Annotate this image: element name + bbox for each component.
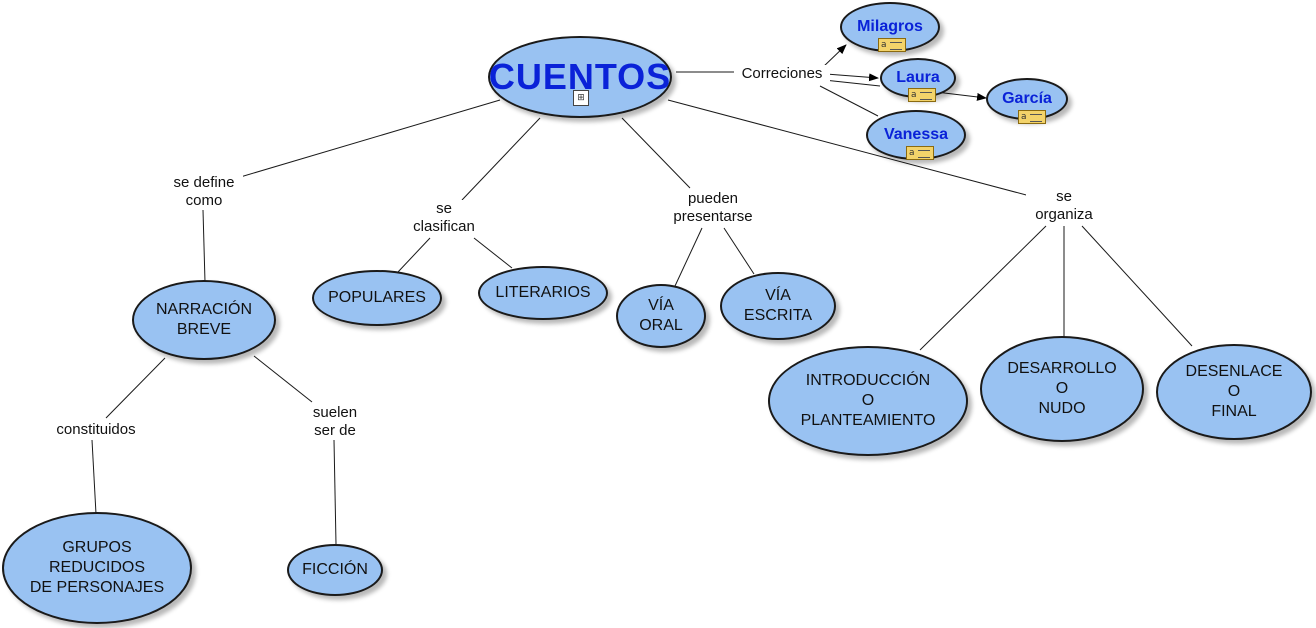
link-se-clasifican: se clasifican	[405, 200, 483, 236]
concept-map-icon[interactable]: ⊞	[573, 90, 589, 106]
concept-literarios-label: LITERARIOS	[495, 284, 591, 301]
concept-via-oral-label: VÍA ORAL	[639, 297, 683, 334]
link-suelen-ser-de: suelen ser de	[300, 404, 370, 440]
concept-ficcion[interactable]: FICCIÓN	[287, 544, 383, 596]
concept-grupos-reducidos-label: GRUPOS REDUCIDOS DE PERSONAJES	[29, 539, 165, 596]
concept-literarios[interactable]: LITERARIOS	[478, 266, 608, 320]
link-correciones: Correciones	[734, 65, 830, 83]
concept-introduccion[interactable]: INTRODUCCIÓN O PLANTEAMIENTO	[768, 346, 968, 456]
concept-populares-label: POPULARES	[328, 289, 426, 306]
concept-narracion-breve-label: NARRACIÓN BREVE	[155, 301, 252, 338]
concept-milagros-label: Milagros	[857, 18, 923, 35]
concept-via-escrita-label: VÍA ESCRITA	[743, 287, 813, 324]
concept-cuentos-label: CUENTOS	[488, 56, 672, 97]
link-se-define-como: se define como	[165, 174, 243, 210]
concept-narracion-breve[interactable]: NARRACIÓN BREVE	[132, 280, 276, 360]
link-pueden-presentarse: pueden presentarse	[664, 190, 762, 226]
note-icon[interactable]: a	[1018, 110, 1046, 124]
concept-desarrollo-label: DESARROLLO O NUDO	[1007, 360, 1117, 417]
concept-garcia-label: García	[1002, 90, 1052, 107]
concept-via-oral[interactable]: VÍA ORAL	[616, 284, 706, 348]
concept-desenlace[interactable]: DESENLACE O FINAL	[1156, 344, 1312, 440]
note-icon[interactable]: a	[878, 38, 906, 52]
concept-introduccion-label: INTRODUCCIÓN O PLANTEAMIENTO	[800, 372, 936, 429]
concept-populares[interactable]: POPULARES	[312, 270, 442, 326]
note-icon[interactable]: a	[906, 146, 934, 160]
concept-grupos-reducidos[interactable]: GRUPOS REDUCIDOS DE PERSONAJES	[2, 512, 192, 624]
concept-desenlace-label: DESENLACE O FINAL	[1185, 363, 1283, 420]
concept-laura-label: Laura	[896, 69, 940, 86]
concept-ficcion-label: FICCIÓN	[302, 561, 368, 578]
link-se-organiza: se organiza	[1026, 188, 1102, 224]
link-constituidos: constituidos	[46, 421, 146, 439]
concept-desarrollo[interactable]: DESARROLLO O NUDO	[980, 336, 1144, 442]
note-icon[interactable]: a	[908, 88, 936, 102]
concept-via-escrita[interactable]: VÍA ESCRITA	[720, 272, 836, 340]
concept-vanessa-label: Vanessa	[883, 126, 949, 143]
